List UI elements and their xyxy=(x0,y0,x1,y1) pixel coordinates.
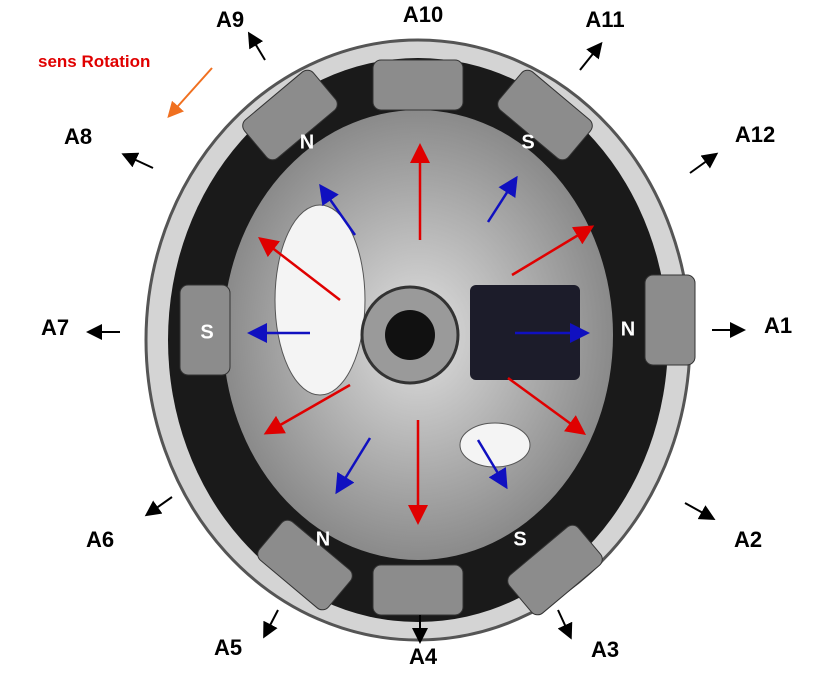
pole-shoe xyxy=(644,274,696,366)
pole-shoe xyxy=(372,564,464,616)
pole-shoe xyxy=(507,524,603,616)
flux-arrow-blue xyxy=(486,175,518,223)
flux-arrow-blue xyxy=(319,183,357,236)
pole-label: S xyxy=(513,528,527,551)
pole-label: S xyxy=(200,321,214,344)
pole-label: N xyxy=(299,131,315,154)
flux-arrow-blue xyxy=(335,437,372,495)
position-arrow xyxy=(689,152,719,174)
position-label-a6: A6 xyxy=(85,527,115,552)
pole-label: N xyxy=(620,318,636,341)
hub-bore xyxy=(385,310,435,360)
position-label-a2: A2 xyxy=(733,527,763,552)
pole-shoe xyxy=(179,284,231,376)
pole-shoe xyxy=(242,69,338,161)
position-label-a12: A12 xyxy=(734,122,776,147)
position-label-a9: A9 xyxy=(215,7,245,32)
pole-label: S xyxy=(521,131,535,154)
cutout-left xyxy=(274,204,366,396)
pole-label: N xyxy=(315,528,331,551)
pole-shoe xyxy=(257,519,353,611)
flux-arrow-blue xyxy=(476,439,508,490)
position-label-a5: A5 xyxy=(213,635,243,660)
position-arrow xyxy=(247,31,266,61)
position-label-a10: A10 xyxy=(402,2,444,27)
position-label-a11: A11 xyxy=(585,7,625,32)
position-arrow xyxy=(263,609,279,639)
flux-arrow-red xyxy=(507,376,587,435)
rotation-direction-label: sens Rotation xyxy=(38,52,151,71)
flux-arrow-red xyxy=(511,225,595,277)
position-label-a3: A3 xyxy=(590,637,620,662)
position-label-a1: A1 xyxy=(763,313,793,338)
position-arrow xyxy=(144,496,173,517)
position-label-a8: A8 xyxy=(63,124,93,149)
rotation-arrow xyxy=(167,67,213,118)
pole-shoe xyxy=(497,69,593,161)
position-arrow xyxy=(684,502,716,520)
flux-arrow-red xyxy=(258,236,341,301)
position-arrow xyxy=(121,152,154,169)
position-arrow xyxy=(579,41,603,71)
position-label-a4: A4 xyxy=(408,644,438,669)
position-label-a7: A7 xyxy=(40,315,70,340)
position-arrow xyxy=(557,609,573,640)
pole-shoe xyxy=(372,59,464,111)
cutout-bottom xyxy=(459,422,531,468)
flux-arrow-red xyxy=(263,383,351,435)
